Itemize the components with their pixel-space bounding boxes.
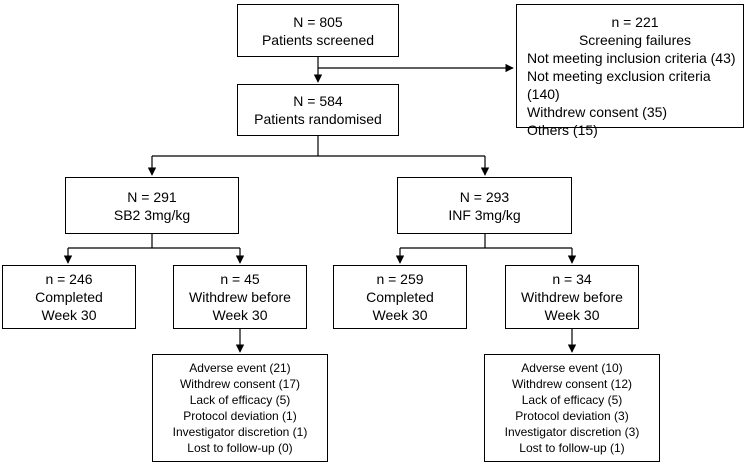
box-arm-inf: N = 293 INF 3mg/kg (397, 177, 572, 234)
inf-reason: Adverse event (10) (521, 361, 623, 375)
failure-reason: Not meeting exclusion criteria (140) (527, 68, 711, 102)
sb2-reason: Investigator discretion (1) (172, 425, 308, 439)
sb2-reason: Adverse event (21) (189, 361, 291, 375)
randomised-label: Patients randomised (254, 111, 382, 127)
inf-reason: Protocol deviation (3) (515, 409, 629, 423)
inf-withdrew-count: n = 34 (552, 271, 592, 287)
sb2-completed-line2: Week 30 (41, 307, 97, 323)
inf-count: N = 293 (459, 188, 510, 205)
sb2-reason: Withdrew consent (17) (179, 377, 301, 391)
inf-reason: Lost to follow-up (1) (519, 441, 625, 455)
box-sb2-withdrawal-reasons: Adverse event (21) Withdrew consent (17)… (152, 354, 328, 462)
failure-reason: Withdrew consent (35) (527, 104, 668, 120)
box-screening-failures: n = 221 Screening failures Not meeting i… (516, 4, 744, 138)
failure-reason: Others (15) (527, 122, 598, 138)
box-sb2-completed: n = 246 Completed Week 30 (2, 265, 136, 329)
inf-reason: Investigator discretion (3) (504, 425, 640, 439)
inf-withdrew-line1: Withdrew before (521, 289, 623, 305)
sb2-label: SB2 3mg/kg (113, 206, 191, 223)
inf-reason: Lack of efficacy (5) (521, 393, 623, 407)
inf-withdrew-line2: Week 30 (544, 307, 600, 323)
box-inf-withdrawal-reasons: Adverse event (10) Withdrew consent (12)… (484, 354, 660, 462)
box-patients-randomised: N = 584 Patients randomised (237, 84, 399, 136)
sb2-completed-line1: Completed (35, 289, 103, 305)
sb2-count: N = 291 (127, 188, 177, 205)
sb2-withdrew-line2: Week 30 (212, 307, 268, 323)
box-inf-withdrew: n = 34 Withdrew before Week 30 (505, 265, 639, 329)
screened-label: Patients screened (261, 31, 375, 48)
failures-label: Screening failures (578, 32, 692, 48)
inf-label: INF 3mg/kg (448, 206, 521, 223)
sb2-reason: Lost to follow-up (0) (187, 441, 293, 455)
box-sb2-withdrew: n = 45 Withdrew before Week 30 (173, 265, 307, 329)
box-patients-screened: N = 805 Patients screened (237, 4, 399, 57)
sb2-completed-count: n = 246 (45, 271, 93, 287)
failure-reason: Not meeting inclusion criteria (43) (527, 50, 736, 66)
sb2-reason: Lack of efficacy (5) (189, 393, 291, 407)
box-arm-sb2: N = 291 SB2 3mg/kg (65, 177, 239, 234)
randomised-count: N = 584 (293, 93, 343, 109)
sb2-reason: Protocol deviation (1) (183, 409, 297, 423)
inf-reason: Withdrew consent (12) (511, 377, 633, 391)
box-inf-completed: n = 259 Completed Week 30 (333, 265, 467, 329)
failures-count: n = 221 (611, 14, 659, 30)
inf-completed-count: n = 259 (376, 271, 424, 287)
sb2-withdrew-count: n = 45 (220, 271, 260, 287)
inf-completed-line2: Week 30 (372, 307, 428, 323)
sb2-withdrew-line1: Withdrew before (189, 289, 291, 305)
inf-completed-line1: Completed (366, 289, 434, 305)
screened-count: N = 805 (293, 13, 343, 30)
